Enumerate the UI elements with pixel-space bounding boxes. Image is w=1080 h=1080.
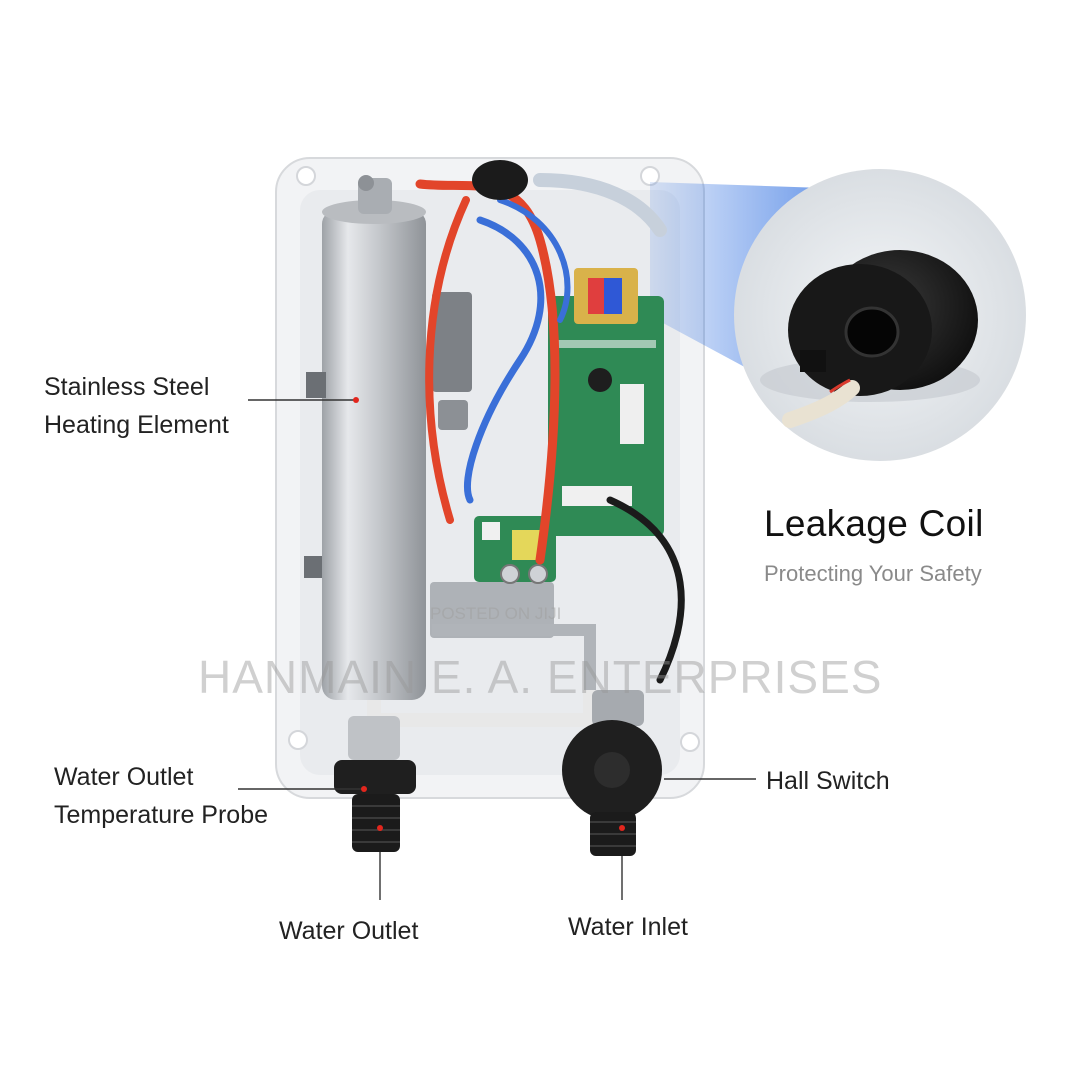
temperature-probe-line-2: Temperature Probe [54, 801, 269, 829]
water-outlet-fitting [352, 794, 400, 852]
wire-blue [463, 216, 545, 504]
leader-dots [353, 397, 625, 831]
watermark-main: HANMAIN E. A. ENTERPRISES [198, 651, 883, 703]
temperature-probe-clip [334, 760, 416, 794]
leakage-coil-closeup [782, 250, 978, 428]
temperature-probe-label: Water Outlet Temperature Probe [54, 758, 268, 834]
heating-element-label: Stainless Steel Heating Element [44, 368, 229, 444]
heating-element-line-1: Stainless Steel [44, 373, 210, 401]
inline-leakage-coil [472, 160, 528, 200]
mounting-bosses [288, 166, 700, 752]
callout-title: Leakage Coil [764, 503, 984, 544]
hall-switch-label: Hall Switch [766, 767, 890, 795]
water-inlet-label: Water Inlet [568, 913, 688, 941]
water-outlet-label: Water Outlet [279, 917, 419, 945]
heating-element-line-2: Heating Element [44, 411, 229, 439]
leader-lines [238, 399, 756, 900]
callout-subtitle: Protecting Your Safety [764, 561, 982, 586]
temperature-probe-line-1: Water Outlet [54, 763, 194, 791]
watermark-small: POSTED ON JIJI [430, 604, 562, 623]
heating-element-tube [322, 210, 426, 700]
main-pcb [548, 296, 664, 536]
